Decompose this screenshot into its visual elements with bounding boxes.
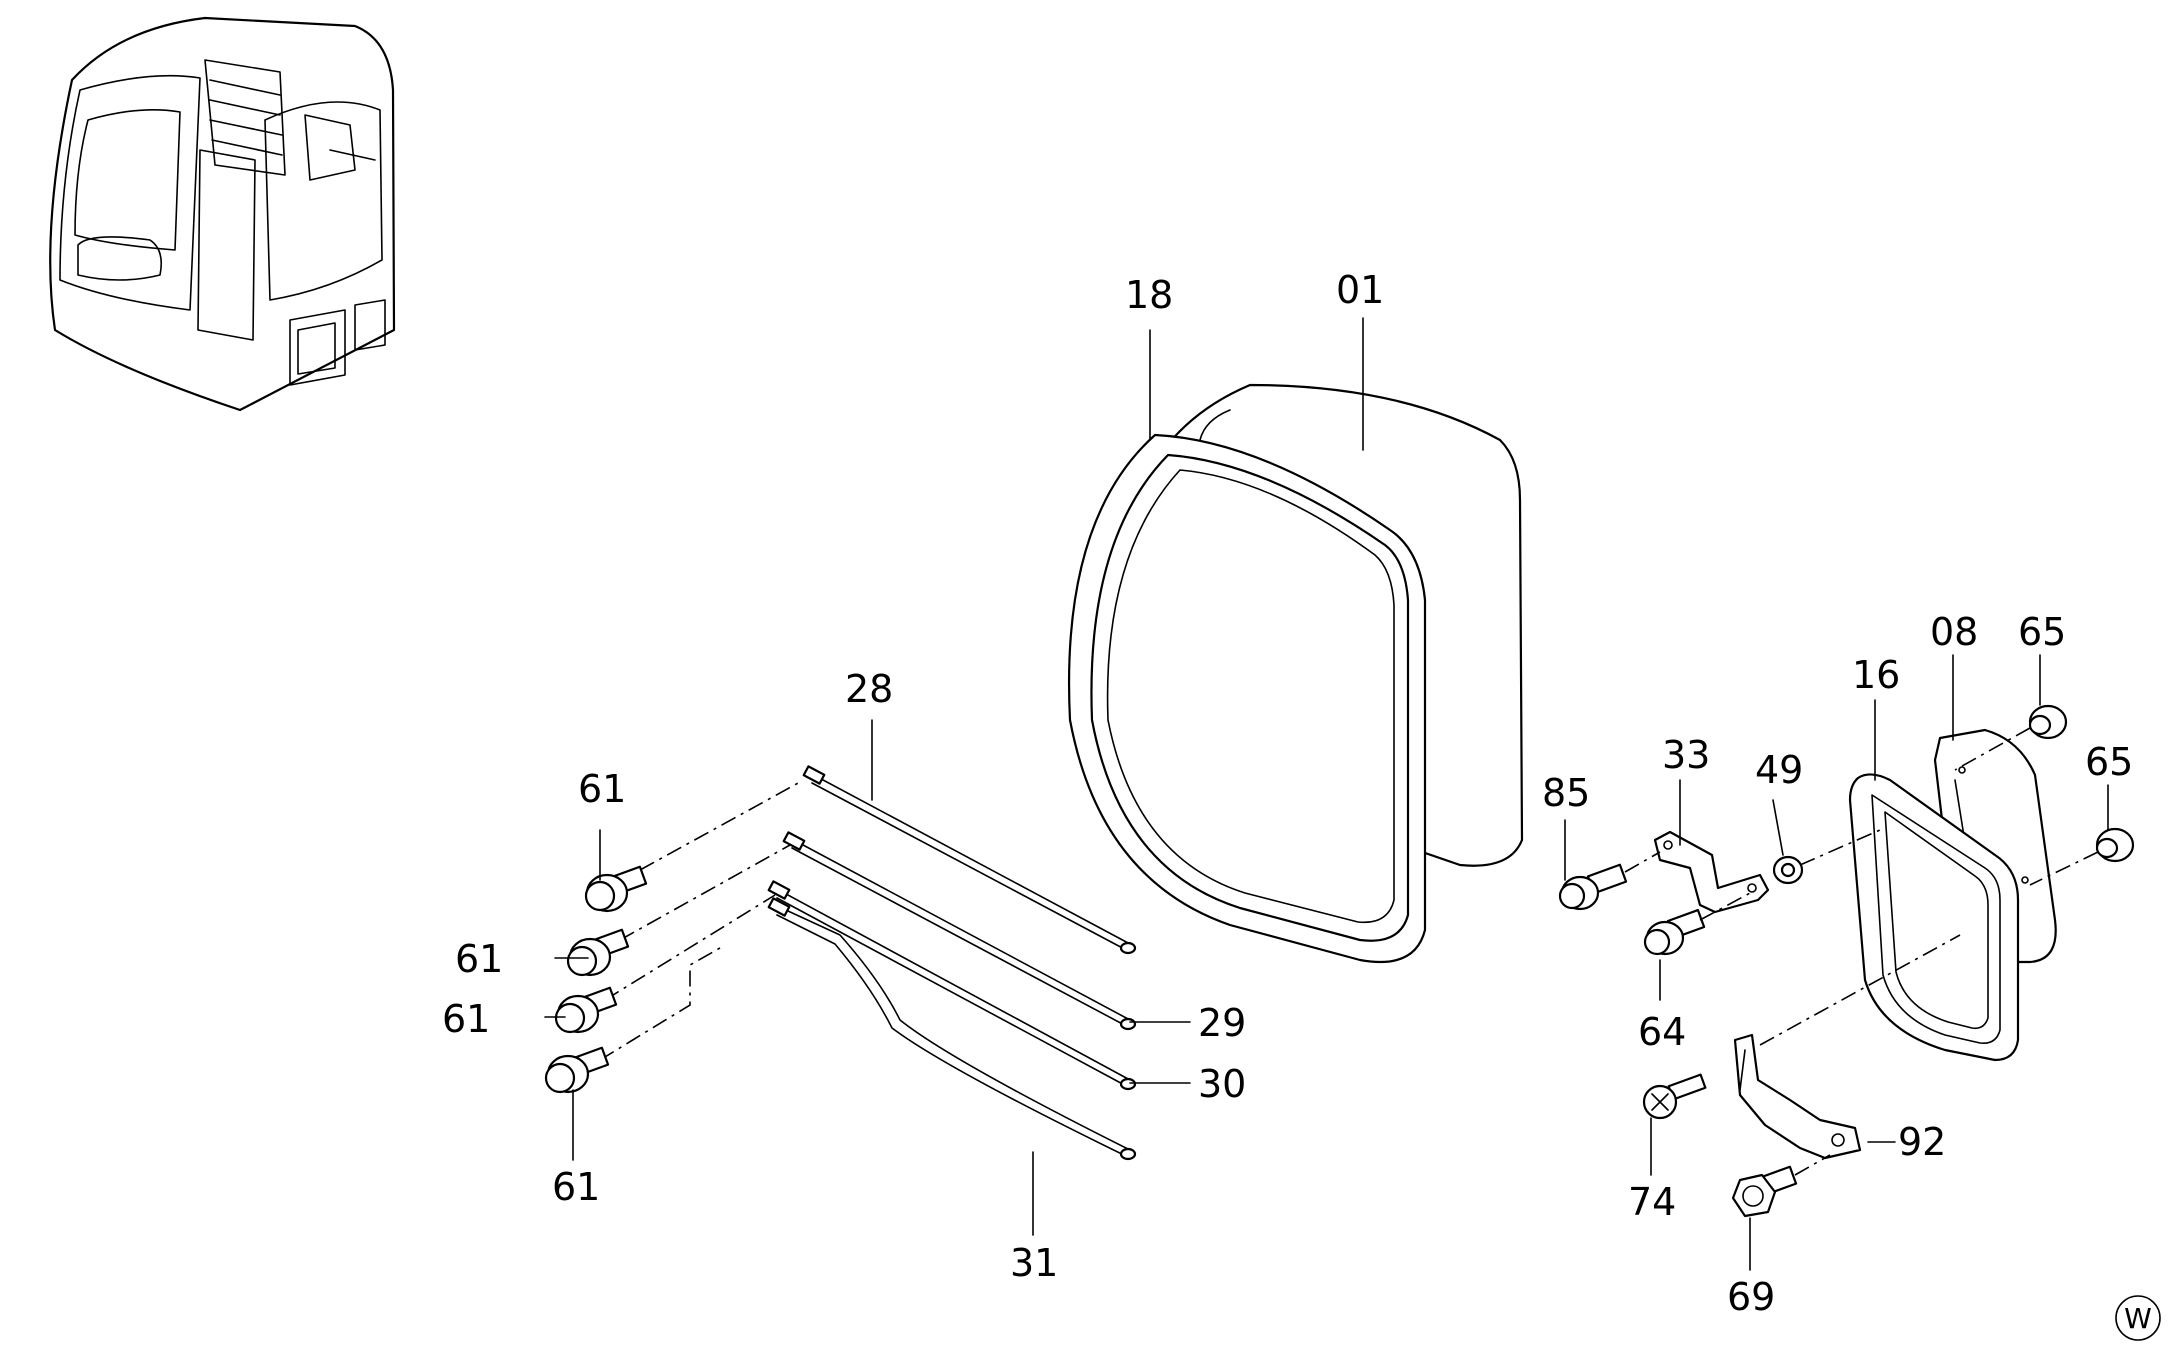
stay-30 xyxy=(767,880,1131,1089)
stay-28 xyxy=(802,765,1131,953)
label-part-69: 69 xyxy=(1727,1275,1775,1319)
screw-74 xyxy=(1642,1073,1707,1120)
label-part-85: 85 xyxy=(1542,771,1590,815)
label-part-64: 64 xyxy=(1638,1010,1686,1054)
washer-49 xyxy=(1772,855,1804,885)
view-marker: W xyxy=(2115,1295,2161,1341)
view-marker-letter: W xyxy=(2124,1302,2152,1335)
nut-65-b xyxy=(2095,827,2135,863)
latch-92 xyxy=(1733,1033,1862,1160)
bolt-64 xyxy=(1643,908,1706,956)
label-part-61-d: 61 xyxy=(552,1165,600,1209)
stay-31 xyxy=(767,897,1131,1159)
nut-65-a xyxy=(2028,704,2068,740)
bolt-61-a xyxy=(584,865,648,913)
label-part-01: 01 xyxy=(1336,268,1384,312)
bolt-69 xyxy=(1731,1165,1798,1218)
label-part-92: 92 xyxy=(1898,1120,1946,1164)
label-part-65-a: 65 xyxy=(2018,610,2066,654)
seal-16 xyxy=(1848,773,2020,1062)
label-part-28: 28 xyxy=(845,667,893,711)
label-part-61-c: 61 xyxy=(442,997,490,1041)
label-part-29: 29 xyxy=(1198,1001,1246,1045)
label-part-61-b: 61 xyxy=(455,937,503,981)
bolt-85 xyxy=(1558,863,1628,911)
label-part-16: 16 xyxy=(1852,653,1900,697)
bolt-61-d xyxy=(544,1046,610,1094)
label-part-30: 30 xyxy=(1198,1062,1246,1106)
stay-end-caps xyxy=(1119,941,1137,1161)
cab-overview-illustration xyxy=(49,16,396,412)
bolt-61-b xyxy=(566,928,630,977)
label-part-33: 33 xyxy=(1662,733,1710,777)
window-seal-18 xyxy=(1067,433,1427,964)
leader-lines xyxy=(544,317,2109,1271)
label-part-65-b: 65 xyxy=(2085,740,2133,784)
label-part-08: 08 xyxy=(1930,610,1978,654)
label-part-61-a: 61 xyxy=(578,767,626,811)
label-part-31: 31 xyxy=(1010,1241,1058,1285)
stay-29 xyxy=(782,831,1131,1029)
label-part-74: 74 xyxy=(1628,1180,1676,1224)
label-part-49: 49 xyxy=(1755,748,1803,792)
bolt-61-c xyxy=(554,986,618,1034)
bracket-33 xyxy=(1653,830,1770,914)
label-part-18: 18 xyxy=(1125,273,1173,317)
